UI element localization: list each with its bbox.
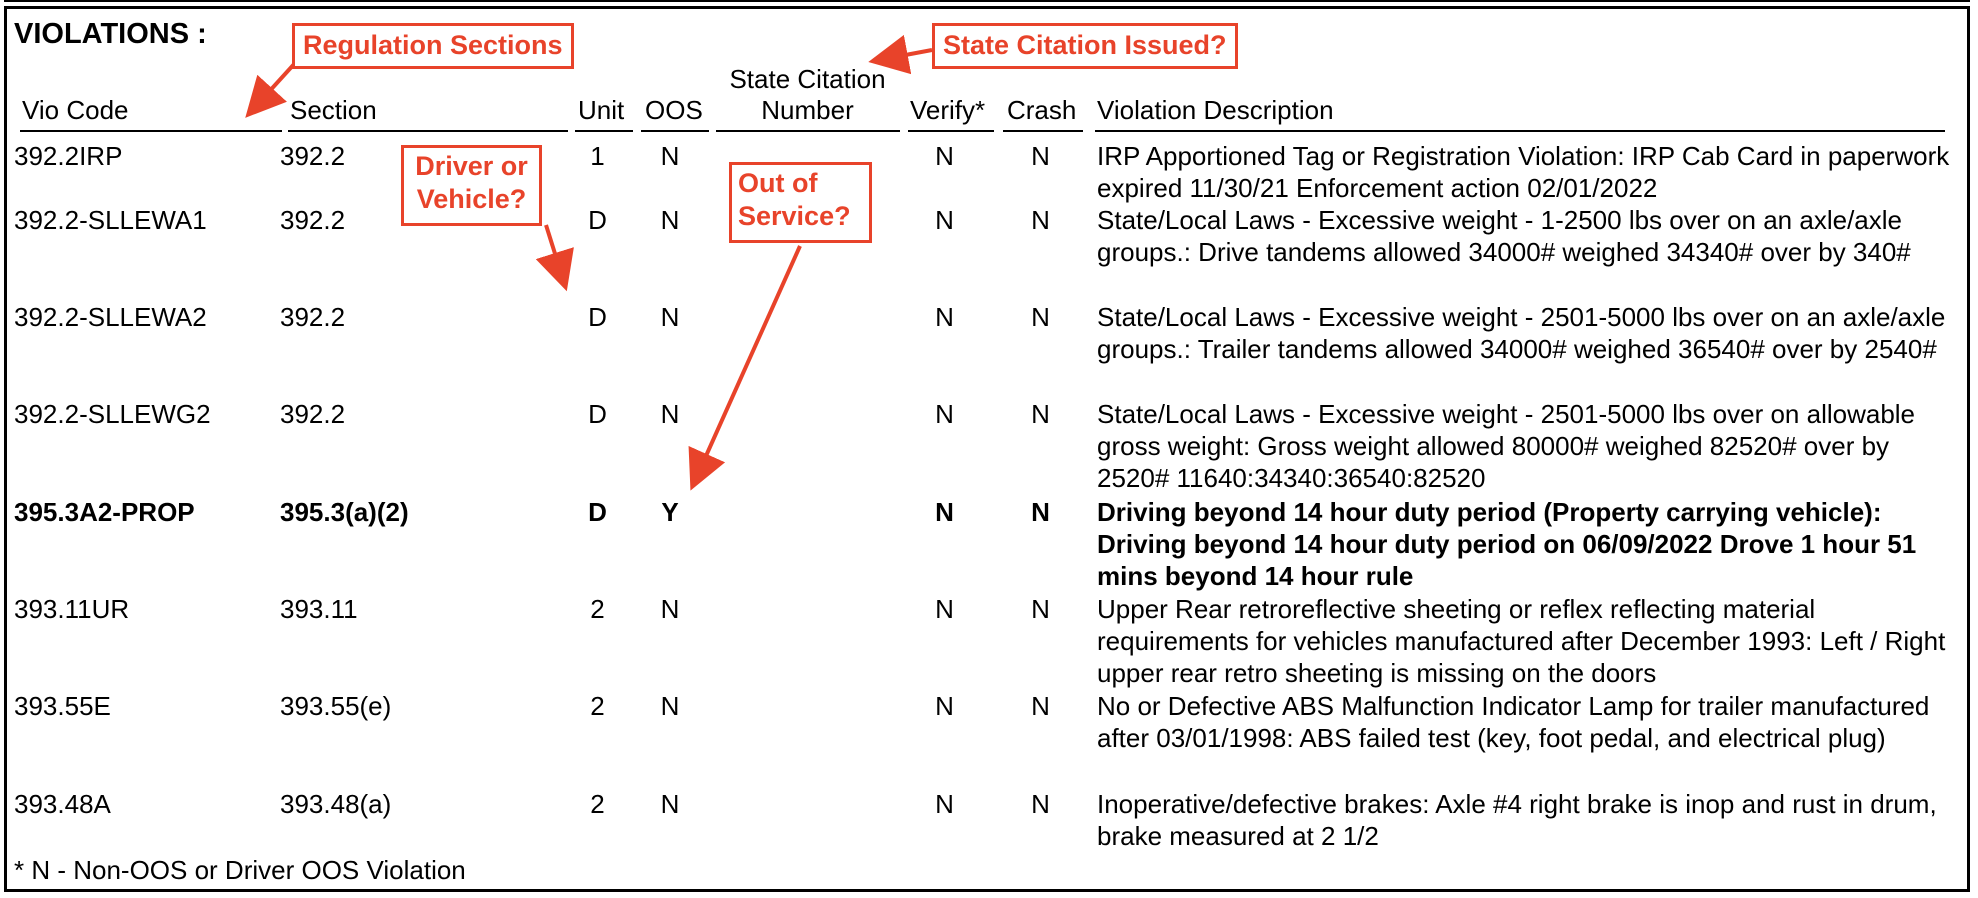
- cell-unit: D: [588, 399, 607, 429]
- header-rule-citation: [716, 130, 900, 132]
- header-rule-description: [1095, 130, 1945, 132]
- cell-oos: N: [660, 594, 680, 624]
- cell-code: 393.11UR: [14, 594, 130, 624]
- header-state-citation: State Citation Number: [715, 64, 900, 126]
- cell-unit: 1: [590, 141, 605, 171]
- cell-crash: N: [1031, 205, 1050, 235]
- cell-verify: N: [935, 594, 954, 624]
- callout-state-citation-issued: State Citation Issued?: [932, 23, 1238, 69]
- cell-verify: N: [935, 302, 954, 332]
- cell-description: Driving beyond 14 hour duty period (Prop…: [1097, 497, 1917, 591]
- cell-section: 393.55(e): [280, 691, 392, 721]
- cell-description: State/Local Laws - Excessive weight - 25…: [1097, 399, 1916, 493]
- violations-panel: [4, 6, 1970, 892]
- cell-code: 393.55E: [14, 691, 111, 721]
- header-rule-verify: [908, 130, 994, 132]
- cell-verify: N: [935, 497, 954, 527]
- cell-section: 393.11: [280, 594, 358, 624]
- cell-verify: N: [935, 399, 954, 429]
- cell-crash: N: [1031, 302, 1050, 332]
- cell-unit: 2: [590, 691, 605, 721]
- cell-crash: N: [1031, 399, 1050, 429]
- cell-oos: N: [660, 141, 680, 171]
- arrow-citation: [868, 34, 933, 75]
- cell-code: 392.2-SLLEWA1: [14, 205, 207, 235]
- header-section: Section: [290, 95, 377, 125]
- header-verify: Verify*: [910, 95, 986, 125]
- header-unit: Unit: [578, 95, 625, 125]
- cell-code: 393.48A: [14, 789, 111, 819]
- cell-crash: N: [1031, 789, 1050, 819]
- cell-oos: N: [660, 789, 680, 819]
- callout-out-of-service-line2: Service?: [738, 201, 851, 231]
- callout-driver-or-vehicle: Driver or Vehicle?: [401, 145, 542, 226]
- arrow-oos: [688, 245, 802, 491]
- header-rule-vio-code: [20, 130, 282, 132]
- cell-description: Upper Rear retroreflective sheeting or r…: [1097, 594, 1946, 688]
- callout-regulation-sections: Regulation Sections: [292, 23, 574, 69]
- callout-out-of-service-line1: Out of: [738, 168, 818, 198]
- cell-description: State/Local Laws - Excessive weight - 25…: [1097, 302, 1946, 364]
- callout-out-of-service: Out of Service?: [729, 162, 872, 243]
- cell-crash: N: [1031, 691, 1050, 721]
- header-state-citation-line1: State Citation: [729, 64, 886, 94]
- cell-unit: 2: [590, 789, 605, 819]
- cell-verify: N: [935, 691, 954, 721]
- cell-oos: Y: [661, 497, 679, 527]
- footnote: * N - Non-OOS or Driver OOS Violation: [14, 855, 466, 885]
- cell-section: 393.48(a): [280, 789, 392, 819]
- arrow-regulation: [245, 60, 298, 118]
- header-oos: OOS: [645, 95, 703, 125]
- cell-unit: 2: [590, 594, 605, 624]
- cell-description: IRP Apportioned Tag or Registration Viol…: [1097, 141, 1950, 203]
- callout-driver-or-vehicle-line1: Driver or: [415, 151, 528, 181]
- header-vio-code: Vio Code: [22, 95, 129, 125]
- callout-driver-or-vehicle-line2: Vehicle?: [416, 184, 527, 214]
- cell-section: 392.2: [280, 302, 346, 332]
- cell-oos: N: [660, 205, 680, 235]
- cell-oos: N: [660, 302, 680, 332]
- cell-description: State/Local Laws - Excessive weight - 1-…: [1097, 205, 1911, 267]
- cell-section: 392.2: [280, 205, 346, 235]
- cell-verify: N: [935, 205, 954, 235]
- arrow-unit: [535, 224, 574, 292]
- header-rule-oos: [641, 130, 709, 132]
- top-rule: [4, 0, 1970, 2]
- cell-oos: N: [660, 399, 680, 429]
- cell-code: 395.3A2-PROP: [14, 497, 195, 527]
- cell-description: No or Defective ABS Malfunction Indicato…: [1097, 691, 1930, 753]
- cell-section: 395.3(a)(2): [280, 497, 409, 527]
- header-rule-section: [288, 130, 568, 132]
- cell-section: 392.2: [280, 141, 346, 171]
- section-title: VIOLATIONS :: [14, 18, 207, 50]
- cell-code: 392.2-SLLEWA2: [14, 302, 207, 332]
- header-rule-unit: [575, 130, 633, 132]
- header-description: Violation Description: [1097, 95, 1334, 125]
- cell-code: 392.2-SLLEWG2: [14, 399, 211, 429]
- header-state-citation-line2: Number: [761, 95, 854, 125]
- cell-verify: N: [935, 789, 954, 819]
- cell-unit: D: [588, 205, 607, 235]
- cell-code: 392.2IRP: [14, 141, 123, 171]
- cell-unit: D: [588, 302, 607, 332]
- cell-crash: N: [1031, 594, 1050, 624]
- cell-section: 392.2: [280, 399, 346, 429]
- cell-oos: N: [660, 691, 680, 721]
- cell-crash: N: [1031, 497, 1050, 527]
- cell-unit: D: [588, 497, 607, 527]
- header-crash: Crash: [1007, 95, 1077, 125]
- cell-verify: N: [935, 141, 954, 171]
- header-rule-crash: [1003, 130, 1083, 132]
- cell-description: Inoperative/defective brakes: Axle #4 ri…: [1097, 789, 1937, 851]
- cell-crash: N: [1031, 141, 1050, 171]
